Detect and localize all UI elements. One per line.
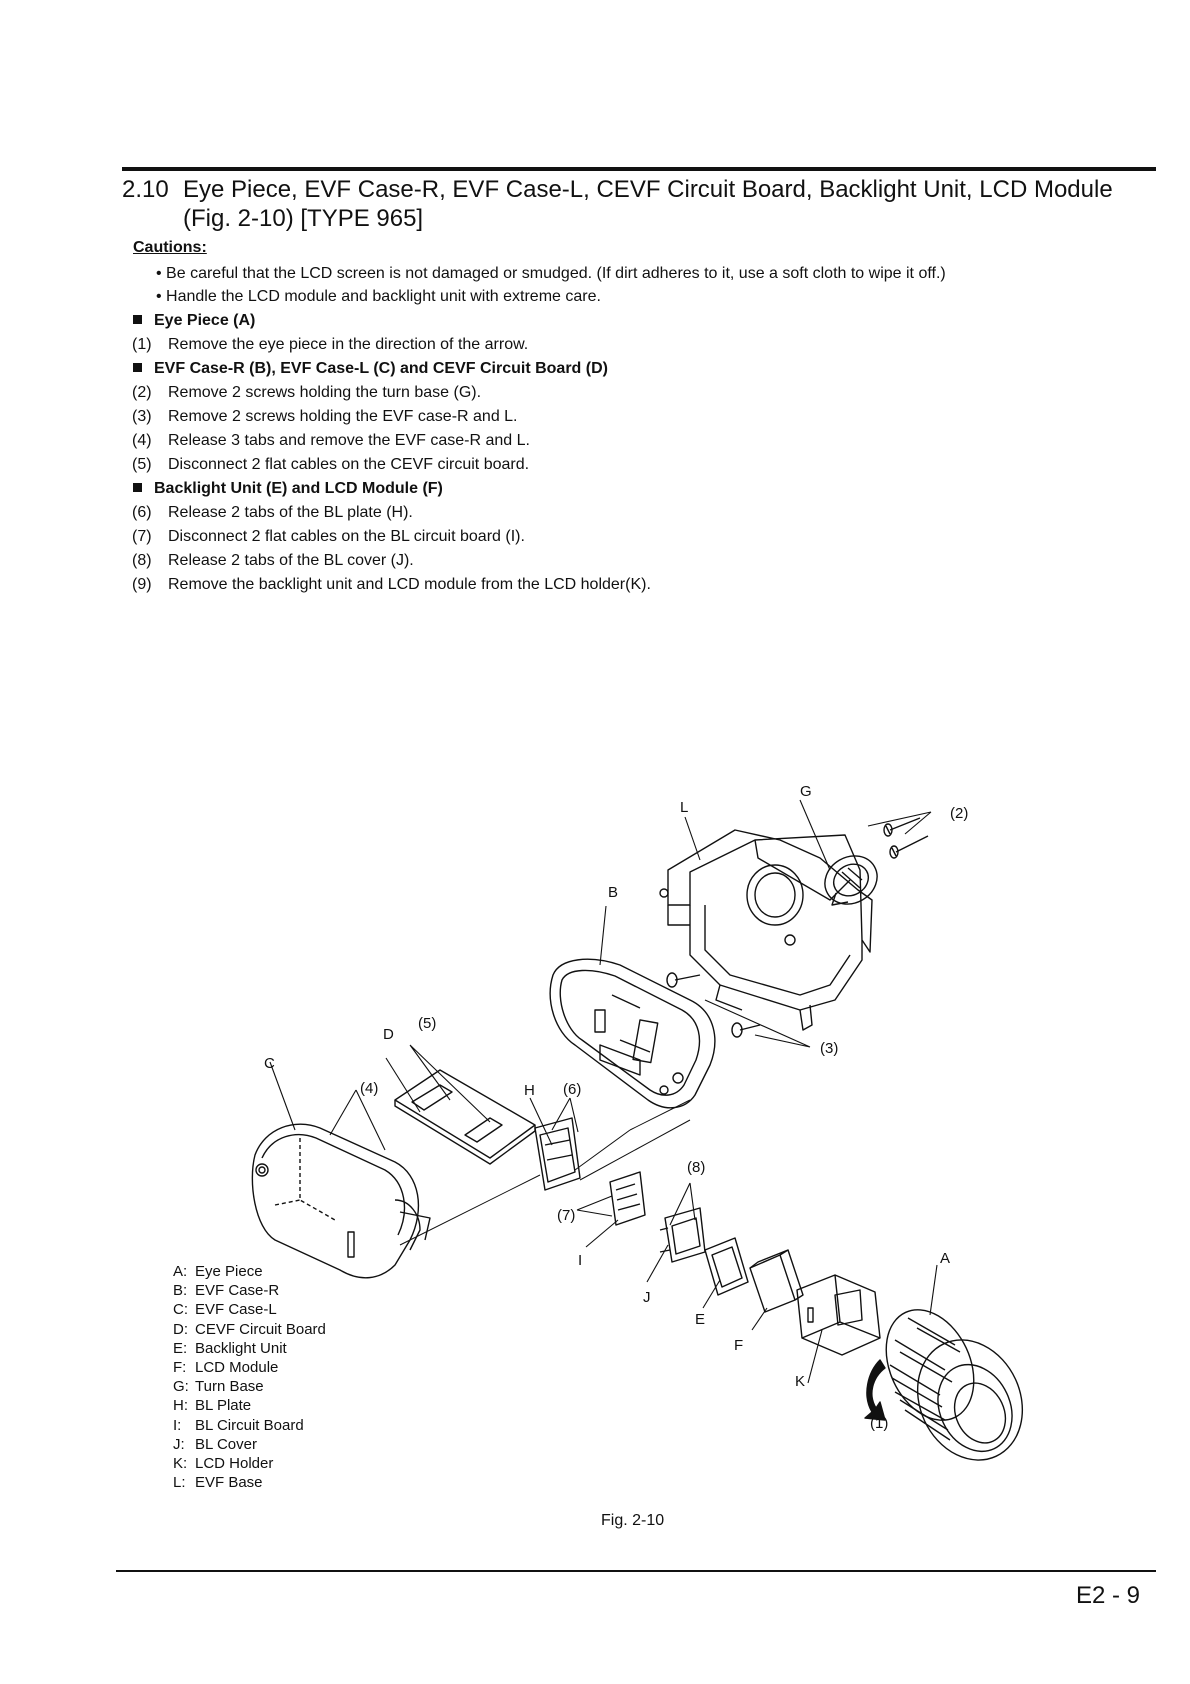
callout-l: L bbox=[680, 799, 688, 816]
screws-2 bbox=[883, 817, 929, 859]
step-text: Disconnect 2 flat cables on the CEVF cir… bbox=[168, 456, 530, 473]
step-item: (2) Remove 2 screws holding the turn base… bbox=[132, 384, 481, 402]
legend-item: K:LCD Holder bbox=[173, 1455, 274, 1473]
callout-e: E bbox=[695, 1311, 705, 1328]
caution-item: • Be careful that the LCD screen is not … bbox=[156, 265, 946, 282]
bl-cover-part bbox=[659, 1207, 706, 1263]
section-eye-piece: Eye Piece (A) bbox=[133, 312, 255, 330]
callout-step-3: (3) bbox=[820, 1040, 838, 1057]
step-text: Remove 2 screws holding the turn base (G… bbox=[168, 384, 482, 401]
parts-legend: A:Eye Piece B:EVF Case-R C:EVF Case-L D:… bbox=[173, 1262, 326, 1492]
lcd-holder-part bbox=[796, 1274, 881, 1356]
legend-item: F:LCD Module bbox=[173, 1359, 279, 1377]
callout-h: H bbox=[524, 1082, 535, 1099]
step-item: (6) Release 2 tabs of the BL plate (H). bbox=[132, 504, 413, 522]
step-text: Release 3 tabs and remove the EVF case-R… bbox=[168, 432, 530, 449]
step-number: (8) bbox=[132, 552, 152, 569]
callout-k: K bbox=[795, 1373, 805, 1390]
callout-step-6: (6) bbox=[563, 1081, 581, 1098]
step-number: (6) bbox=[132, 504, 152, 521]
step-item: (5) Disconnect 2 flat cables on the CEVF … bbox=[132, 456, 529, 474]
callout-a: A bbox=[940, 1250, 950, 1267]
callout-labels: A B C D E F G H I J K L (1) (2) (3) (4) … bbox=[264, 783, 968, 1432]
step-number: (3) bbox=[132, 408, 152, 425]
legend-item: I:BL Circuit Board bbox=[173, 1416, 304, 1434]
callout-g: G bbox=[800, 783, 812, 800]
square-bullet-icon bbox=[133, 315, 142, 324]
legend-item: J:BL Cover bbox=[173, 1435, 257, 1453]
step-number: (4) bbox=[132, 432, 152, 449]
callout-step-1: (1) bbox=[870, 1415, 888, 1432]
legend-item: B:EVF Case-R bbox=[173, 1282, 280, 1300]
step-number: (5) bbox=[132, 456, 152, 473]
step-item: (9) Remove the backlight unit and LCD mod… bbox=[132, 576, 651, 594]
step-item: (4) Release 3 tabs and remove the EVF cas… bbox=[132, 432, 530, 450]
section-number: 2.10 bbox=[122, 176, 169, 203]
legend-item: L:EVF Base bbox=[173, 1474, 263, 1492]
bottom-rule bbox=[116, 1570, 1156, 1572]
callout-f: F bbox=[734, 1337, 743, 1354]
callout-j: J bbox=[643, 1289, 651, 1306]
top-rule bbox=[122, 167, 1156, 171]
callout-c: C bbox=[264, 1055, 275, 1072]
callout-step-5: (5) bbox=[418, 1015, 436, 1032]
section-evf-case: EVF Case-R (B), EVF Case-L (C) and CEVF … bbox=[133, 360, 608, 378]
step-item: (7) Disconnect 2 flat cables on the BL ci… bbox=[132, 528, 525, 546]
square-bullet-icon bbox=[133, 483, 142, 492]
callout-b: B bbox=[608, 884, 618, 901]
step-item: (8) Release 2 tabs of the BL cover (J). bbox=[132, 552, 414, 570]
callout-step-8: (8) bbox=[687, 1159, 705, 1176]
backlight-unit-part bbox=[704, 1237, 749, 1296]
section-subtitle: (Fig. 2-10) [TYPE 965] bbox=[183, 205, 424, 232]
leader-lines bbox=[269, 799, 938, 1384]
section-label: Backlight Unit (E) and LCD Module (F) bbox=[154, 480, 443, 497]
removal-arrow-icon bbox=[864, 1359, 886, 1421]
page-number: E2 - 9 bbox=[1076, 1582, 1141, 1609]
step-text: Release 2 tabs of the BL cover (J). bbox=[168, 552, 414, 569]
eye-piece-part bbox=[885, 1309, 1024, 1461]
section-backlight: Backlight Unit (E) and LCD Module (F) bbox=[133, 480, 443, 498]
legend-item: C:EVF Case-L bbox=[173, 1301, 277, 1319]
step-text: Release 2 tabs of the BL plate (H). bbox=[168, 504, 413, 521]
legend-item: D:CEVF Circuit Board bbox=[173, 1320, 326, 1338]
step-number: (7) bbox=[132, 528, 152, 545]
step-item: (3) Remove 2 screws holding the EVF case-… bbox=[132, 408, 518, 426]
callout-step-4: (4) bbox=[360, 1080, 378, 1097]
cevf-circuit-board-part bbox=[394, 1069, 536, 1165]
caution-item: • Handle the LCD module and backlight un… bbox=[156, 288, 601, 305]
legend-item: G:Turn Base bbox=[173, 1378, 264, 1396]
legend-item: H:BL Plate bbox=[173, 1397, 252, 1415]
turn-base-part bbox=[824, 855, 878, 906]
bl-circuit-board-part bbox=[609, 1171, 646, 1226]
step-text: Remove the eye piece in the direction of… bbox=[168, 336, 529, 353]
section-heading: 2.10 Eye Piece, EVF Case-R, EVF Case-L, C… bbox=[122, 176, 1113, 204]
step-number: (2) bbox=[132, 384, 152, 401]
step-text: Disconnect 2 flat cables on the BL circu… bbox=[168, 528, 525, 545]
legend-item: A:Eye Piece bbox=[173, 1263, 263, 1280]
screws-3 bbox=[666, 972, 761, 1038]
section-label: Eye Piece (A) bbox=[154, 312, 256, 329]
step-text: Remove the backlight unit and LCD module… bbox=[168, 576, 651, 593]
figure-caption: Fig. 2-10 bbox=[601, 1512, 665, 1529]
callout-i: I bbox=[578, 1252, 582, 1269]
step-text: Remove 2 screws holding the EVF case-R a… bbox=[168, 408, 518, 425]
section-label: EVF Case-R (B), EVF Case-L (C) and CEVF … bbox=[154, 360, 608, 377]
evf-case-l-part bbox=[251, 1123, 431, 1279]
lcd-module-part bbox=[749, 1249, 804, 1313]
square-bullet-icon bbox=[133, 363, 142, 372]
step-number: (1) bbox=[132, 336, 152, 353]
callout-step-2: (2) bbox=[950, 805, 968, 822]
callout-d: D bbox=[383, 1026, 394, 1043]
evf-base-part bbox=[659, 829, 873, 1031]
step-item: (1) Remove the eye piece in the direction… bbox=[132, 336, 528, 354]
section-title: Eye Piece, EVF Case-R, EVF Case-L, CEVF … bbox=[183, 176, 1113, 203]
bl-plate-part bbox=[534, 1117, 581, 1191]
step-number: (9) bbox=[132, 576, 152, 593]
cautions-title: Cautions: bbox=[133, 239, 207, 256]
legend-item: E:Backlight Unit bbox=[173, 1339, 287, 1357]
callout-step-7: (7) bbox=[557, 1207, 575, 1224]
